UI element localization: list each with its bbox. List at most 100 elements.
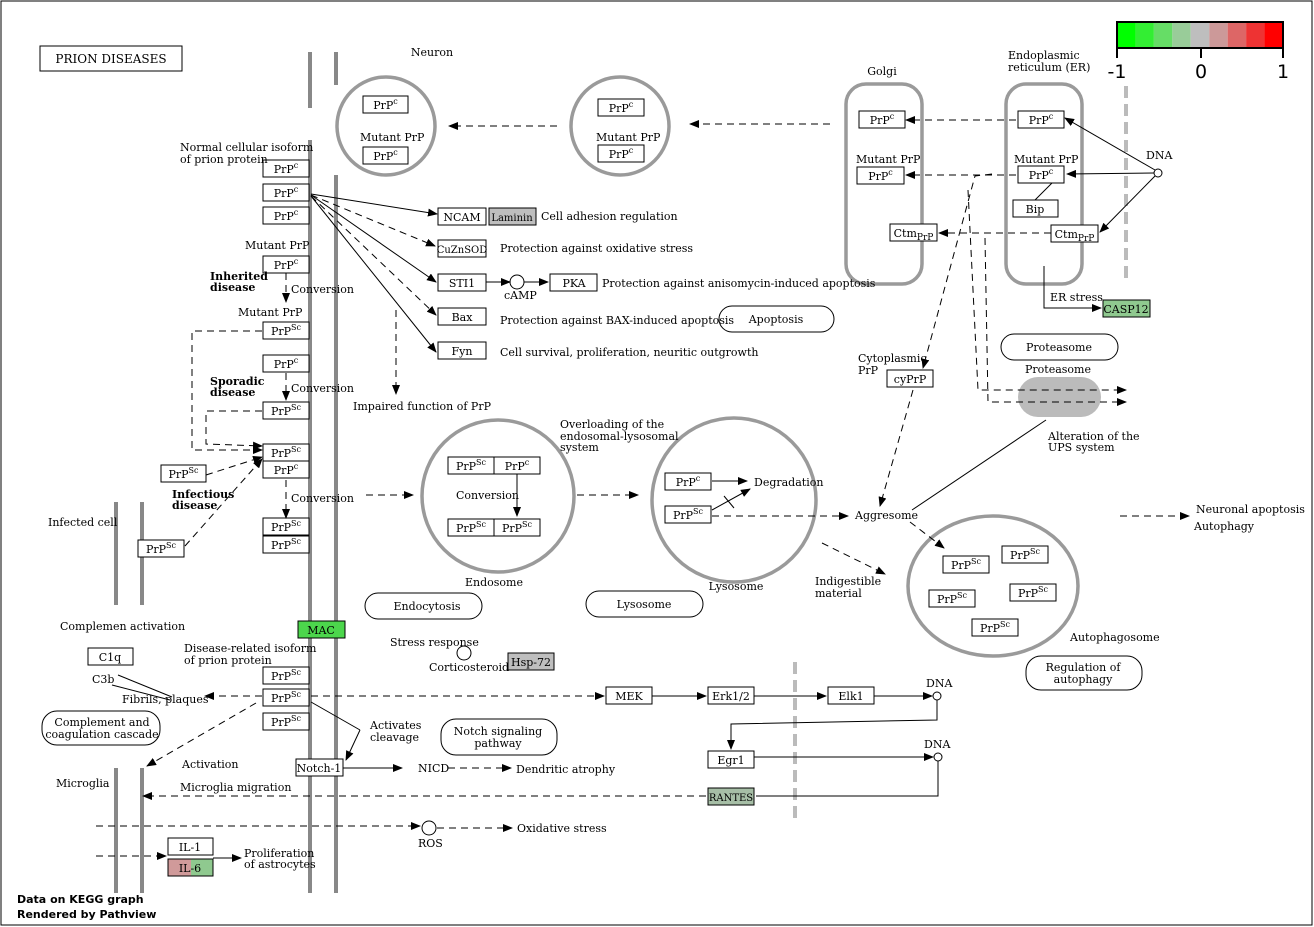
prpc-endosome[interactable]: PrPc [493,456,541,475]
gene-mek[interactable]: MEK [605,686,653,705]
camp-compound[interactable] [509,274,525,290]
prpc-golgi-b[interactable]: PrPc [856,166,905,185]
prpsc-infectious-a[interactable]: PrPSc [262,443,310,462]
gene-bax[interactable]: Bax [437,307,487,326]
gene-rantes[interactable]: RANTES [707,787,755,806]
prpc-vesicle1-b[interactable]: PrPc [362,146,409,165]
c3b-label: C3b [92,673,114,686]
prpc-vesicle2-a[interactable]: PrPc [597,98,645,117]
prpsc-autophagosome-c[interactable]: PrPSc [928,589,976,608]
proliferation-label-2: of astrocytes [244,858,316,871]
prpc-inherited[interactable]: PrPc [262,255,310,274]
proteasome-label: Proteasome [1025,363,1091,376]
prpsc-autophagosome-b[interactable]: PrPSc [1001,545,1049,564]
microglia-label: Microglia [56,777,110,790]
gene-il1[interactable]: IL-1 [167,837,214,856]
infectious-label-1: Infectious [172,488,234,501]
dna-label-3: DNA [924,738,951,751]
prpc-lysosome[interactable]: PrPc [664,472,712,491]
gene-notch1[interactable]: Notch-1 [295,758,344,777]
pathway-endocytosis[interactable]: Endocytosis [364,592,483,620]
prpc-er-b[interactable]: PrPc [1017,165,1065,184]
activates-cleavage-label-2: cleavage [370,731,419,744]
gene-laminin[interactable]: Laminin [488,207,537,226]
svg-text:PrPSc: PrPSc [937,591,968,606]
color-legend: -1 0 1 [1108,21,1289,83]
legend-color-4 [1190,22,1210,48]
legend-color-7 [1246,22,1265,48]
prpc-normal-2[interactable]: PrPc [262,183,310,202]
prpsc-converted-b[interactable]: PrPSc [262,535,310,554]
prpc-infectious[interactable]: PrPc [262,460,310,479]
prpsc-inherited[interactable]: PrPSc [262,321,310,340]
footer-line-1: Data on KEGG graph [17,893,144,906]
corticosteroid-compound[interactable] [456,645,472,661]
gene-casp12[interactable]: CASP12 [1102,299,1151,318]
gene-erk[interactable]: Erk1/2 [707,686,755,705]
svg-text:PrPSc: PrPSc [1018,585,1049,600]
legend-color-0 [1117,22,1136,48]
infected-cell-label: Infected cell [48,516,118,529]
dna-er-node [1153,168,1163,178]
gene-il6[interactable]: IL-6 [167,858,214,877]
prpsc-disease-a[interactable]: PrPSc [262,666,310,685]
prpsc-endosome-c[interactable]: PrPSc [493,518,541,537]
gene-bip[interactable]: Bip [1012,199,1059,218]
gene-hsp72[interactable]: Hsp-72 [507,652,555,671]
cell-adhesion-label: Cell adhesion regulation [541,210,678,223]
svg-text:Egr1: Egr1 [717,754,744,767]
ctmprp-golgi[interactable]: CtmPrP [889,223,938,243]
prpc-normal-3[interactable]: PrPc [262,206,310,225]
ctmprp-er[interactable]: CtmPrP [1050,224,1099,244]
svg-text:PrPSc: PrPSc [271,714,302,729]
prpsc-converted-a[interactable]: PrPSc [262,517,310,536]
prpsc-endosome-b[interactable]: PrPSc [447,518,495,537]
gene-cyprp[interactable]: cyPrP [886,369,934,388]
gene-fyn[interactable]: Fyn [437,341,487,360]
prpc-vesicle2-b[interactable]: PrPc [597,144,645,163]
gene-mac[interactable]: MAC [297,620,346,639]
svg-text:PrPSc: PrPSc [1010,547,1041,562]
prpsc-external[interactable]: PrPSc [160,464,207,483]
prpsc-autophagosome-d[interactable]: PrPSc [1009,583,1057,602]
prpc-sporadic[interactable]: PrPc [262,354,310,373]
prpc-vesicle1-a[interactable]: PrPc [362,95,409,114]
prpsc-disease-c[interactable]: PrPSc [262,712,310,731]
prpsc-lysosome[interactable]: PrPSc [664,505,712,524]
prpsc-disease-b[interactable]: PrPSc [262,688,310,707]
pathway-apoptosis[interactable]: Apoptosis [718,305,835,333]
gene-sti1[interactable]: STI1 [437,273,487,292]
gene-pka[interactable]: PKA [549,273,598,292]
gene-cuznsod[interactable]: CuZnSOD [437,239,488,258]
overloading-label-2: endosomal-lysosomal [560,430,679,443]
svg-text:Proteasome: Proteasome [1026,341,1092,354]
gene-elk1[interactable]: Elk1 [827,686,875,705]
mutant-label-er: Mutant PrP [1014,153,1079,166]
prpc-golgi-a[interactable]: PrPc [858,110,906,129]
gene-ncam[interactable]: NCAM [437,207,487,226]
prpsc-endosome-a[interactable]: PrPSc [447,456,495,475]
legend-mid-label: 0 [1195,61,1207,83]
gene-c1q[interactable]: C1q [87,647,134,666]
prpsc-autophagosome-e[interactable]: PrPSc [971,618,1019,637]
ros-label: ROS [418,837,443,850]
cell-survival-label: Cell survival, proliferation, neuritic o… [500,346,758,359]
pathway-proteasome[interactable]: Proteasome [1000,333,1119,361]
overloading-label-3: system [560,441,599,454]
prpc-normal-1[interactable]: PrPc [262,159,310,178]
ros-compound[interactable] [421,820,437,836]
legend-color-8 [1264,22,1283,48]
pathway-lysosome[interactable]: Lysosome [585,590,704,618]
alteration-ups-label-1: Alteration of the [1047,430,1140,443]
prpsc-infected-cell[interactable]: PrPSc [137,539,185,558]
svg-text:PrPSc: PrPSc [168,466,199,481]
prpsc-sporadic[interactable]: PrPSc [262,401,310,420]
gene-egr1[interactable]: Egr1 [707,750,755,769]
er-stress-label: ER stress [1050,291,1103,304]
prpc-er-a[interactable]: PrPc [1017,110,1065,129]
prpsc-autophagosome-a[interactable]: PrPSc [942,555,990,574]
